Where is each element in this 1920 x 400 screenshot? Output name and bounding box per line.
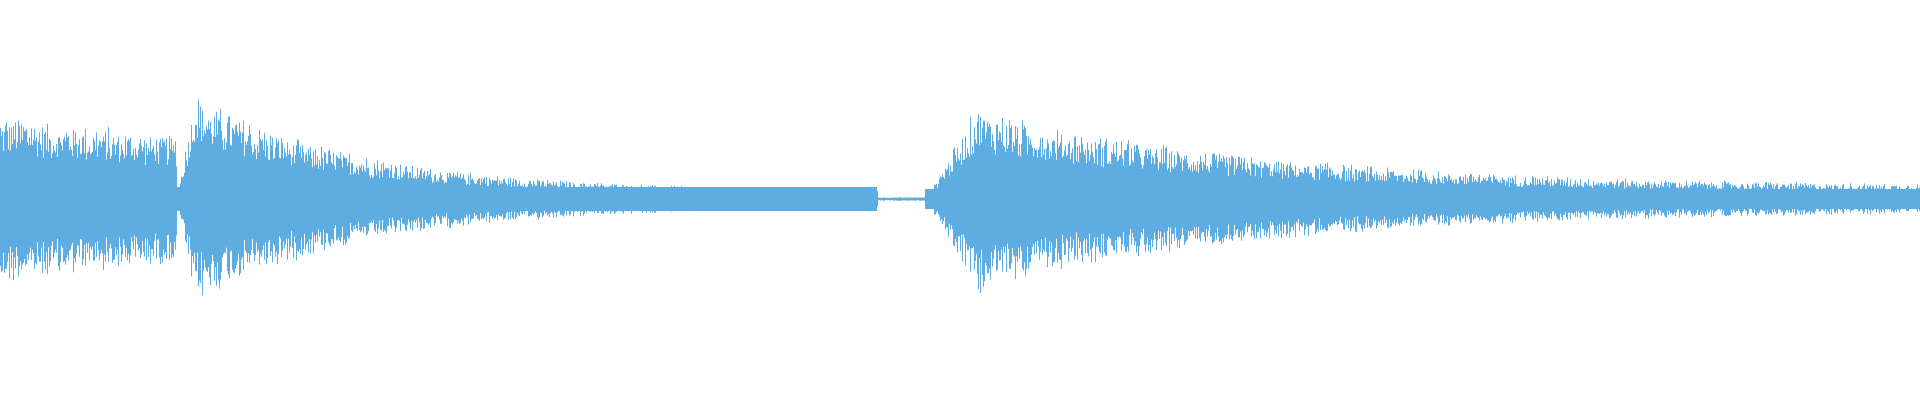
waveform-peaks xyxy=(0,99,1920,296)
waveform-core-band-left xyxy=(0,187,877,211)
waveform-core-band-right xyxy=(925,189,1920,209)
